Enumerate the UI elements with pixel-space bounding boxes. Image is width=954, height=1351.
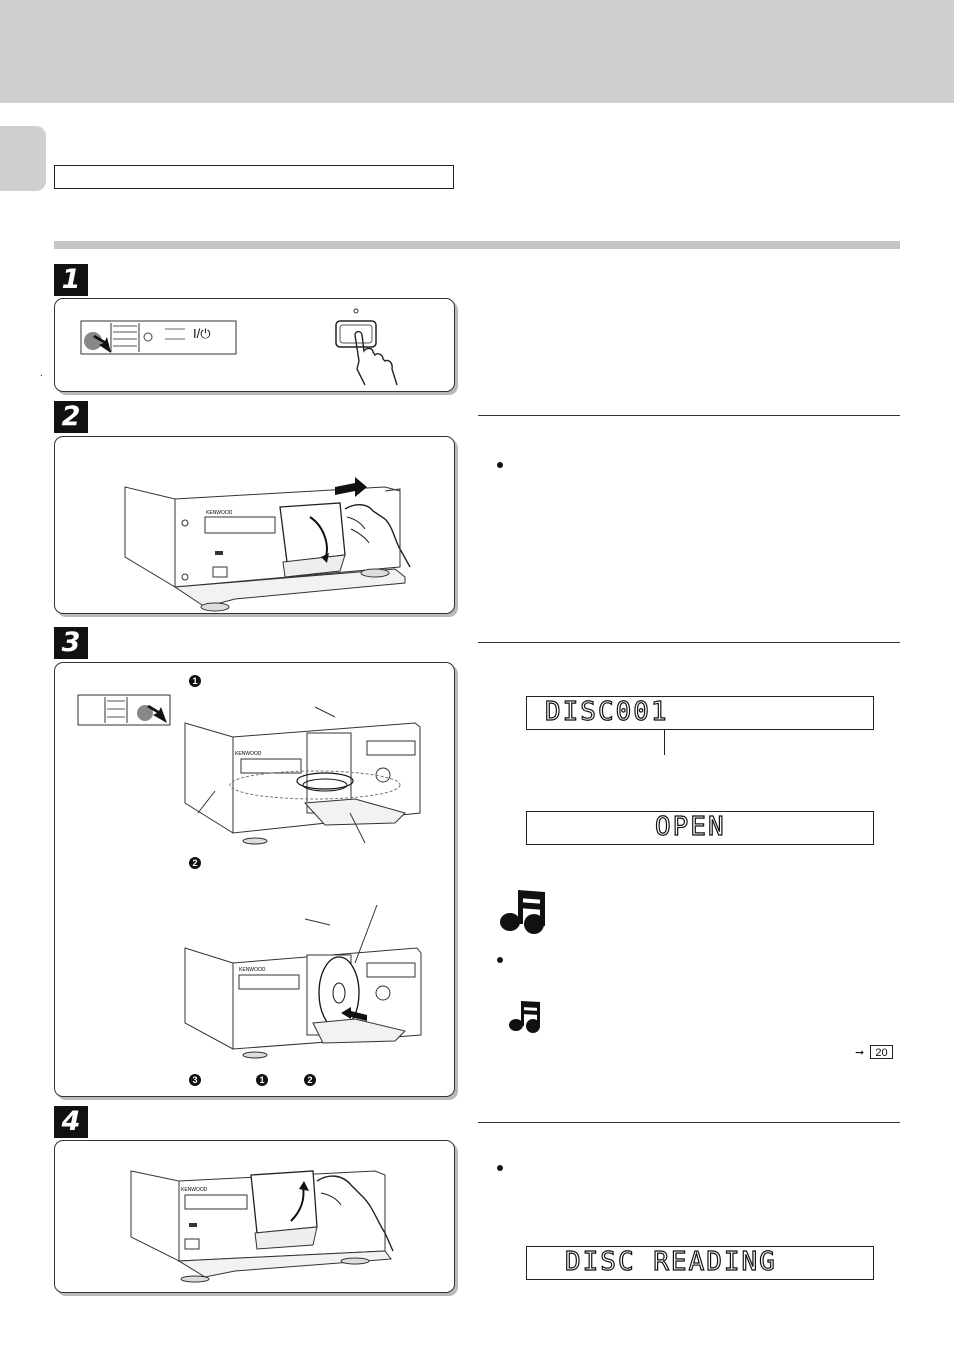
display-open: OPEN	[526, 811, 874, 845]
divider	[478, 415, 900, 416]
close-door-illustration: KENWOOD	[130, 1170, 394, 1283]
bullet	[497, 1165, 503, 1171]
svg-text:KENWOOD: KENWOOD	[235, 751, 262, 757]
display-disc-text: DISC001	[544, 696, 669, 727]
display-reading: DISC READING	[526, 1246, 874, 1280]
step-3-badge: 3	[54, 627, 88, 659]
divider	[478, 642, 900, 643]
sub-step-marker: 1	[189, 675, 201, 687]
power-illustration	[80, 308, 398, 386]
step-3-panel: KENWOOD KENWOOD 1 2 3 1 2	[54, 662, 455, 1097]
sub-step-marker: 2	[189, 857, 201, 869]
dot-mark: .	[40, 368, 43, 379]
power-symbol: I/⏻	[193, 326, 211, 341]
display-disc: DISC001	[526, 696, 874, 730]
display-open-text: OPEN	[654, 811, 726, 842]
step-4-badge: 4	[54, 1106, 88, 1138]
open-door-illustration: KENWOOD	[124, 477, 411, 612]
section-tab	[0, 126, 46, 191]
music-note-icon	[509, 1001, 540, 1033]
callout-line	[664, 730, 665, 755]
header-band	[0, 0, 954, 103]
section-rule	[54, 241, 900, 249]
page-reference-icon: ➞	[855, 1047, 865, 1059]
svg-text:KENWOOD: KENWOOD	[239, 967, 266, 973]
step-1-panel: I/⏻	[54, 298, 455, 392]
divider	[478, 1122, 900, 1123]
svg-text:KENWOOD: KENWOOD	[206, 510, 233, 516]
bullet	[497, 957, 503, 963]
step-4-panel: KENWOOD	[54, 1140, 455, 1293]
sub-step-marker: 2	[304, 1074, 316, 1086]
step-2-badge: 2	[54, 401, 88, 433]
step-2-panel: KENWOOD	[54, 436, 455, 614]
page-reference[interactable]: 20	[870, 1045, 893, 1059]
display-reading-text: DISC READING	[564, 1246, 777, 1277]
load-disc-illustration: KENWOOD KENWOOD	[77, 694, 422, 1059]
step-1-badge: 1	[54, 264, 88, 296]
music-note-icon	[500, 890, 545, 934]
bullet	[497, 462, 503, 468]
sub-step-marker: 1	[256, 1074, 268, 1086]
title-box	[54, 165, 454, 189]
svg-text:KENWOOD: KENWOOD	[181, 1187, 208, 1193]
sub-step-marker: 3	[189, 1074, 201, 1086]
